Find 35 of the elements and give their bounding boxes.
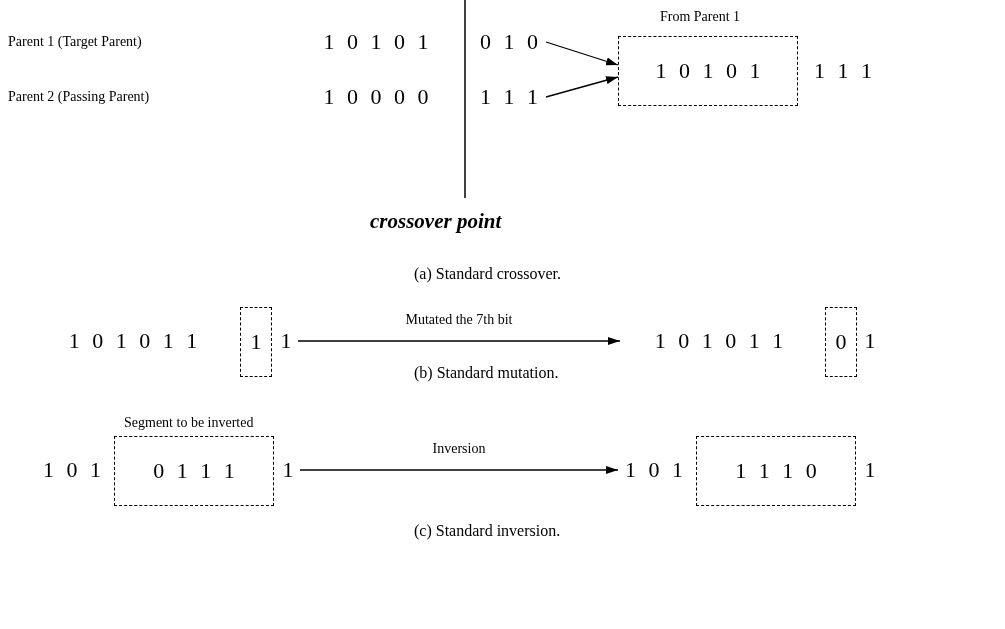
arrow xyxy=(545,76,619,98)
bit-string: 0 xyxy=(835,329,847,355)
dashed-selection-box xyxy=(696,436,856,506)
dashed-selection-box xyxy=(825,307,857,377)
bit-string: 1 1 1 0 xyxy=(735,458,817,484)
bit-string: 1 0 0 0 0 xyxy=(323,84,429,110)
figure-caption: (b) Standard mutation. xyxy=(414,363,559,384)
bit-string: 1 1 1 xyxy=(814,58,872,84)
dashed-selection-box xyxy=(618,36,798,106)
dashed-selection-box xyxy=(114,436,274,506)
bit-string: 1 0 1 0 1 1 xyxy=(68,328,198,354)
bit-string: 1 xyxy=(250,329,262,355)
arrow xyxy=(299,466,619,474)
crossover-label: crossover point xyxy=(370,208,502,235)
box-caption: Segment to be inverted xyxy=(124,414,254,432)
bit-string: 1 0 1 0 1 1 xyxy=(654,328,784,354)
dashed-selection-box xyxy=(240,307,272,377)
bit-string: 1 0 1 0 1 xyxy=(655,58,761,84)
bit-string: 0 1 1 1 xyxy=(153,458,235,484)
figure-caption: (c) Standard inversion. xyxy=(414,521,561,542)
bit-string: 1 xyxy=(282,457,294,483)
bit-string: 1 0 1 xyxy=(625,457,683,483)
bit-string: 1 0 1 0 1 xyxy=(323,29,429,55)
bit-string: 0 1 0 xyxy=(480,29,538,55)
parent-label: Parent 2 (Passing Parent) xyxy=(8,88,150,106)
arrow xyxy=(297,337,621,345)
bit-string: 1 xyxy=(864,457,876,483)
figure-caption: (a) Standard crossover. xyxy=(414,264,562,285)
bit-string: 1 0 1 xyxy=(43,457,101,483)
box-caption: From Parent 1 xyxy=(660,8,741,26)
parent-label: Parent 1 (Target Parent) xyxy=(8,33,142,51)
arrow xyxy=(545,41,619,66)
bit-string: 1 xyxy=(864,328,876,354)
bit-string: 1 1 1 xyxy=(480,84,538,110)
bit-string: 1 xyxy=(280,328,292,354)
